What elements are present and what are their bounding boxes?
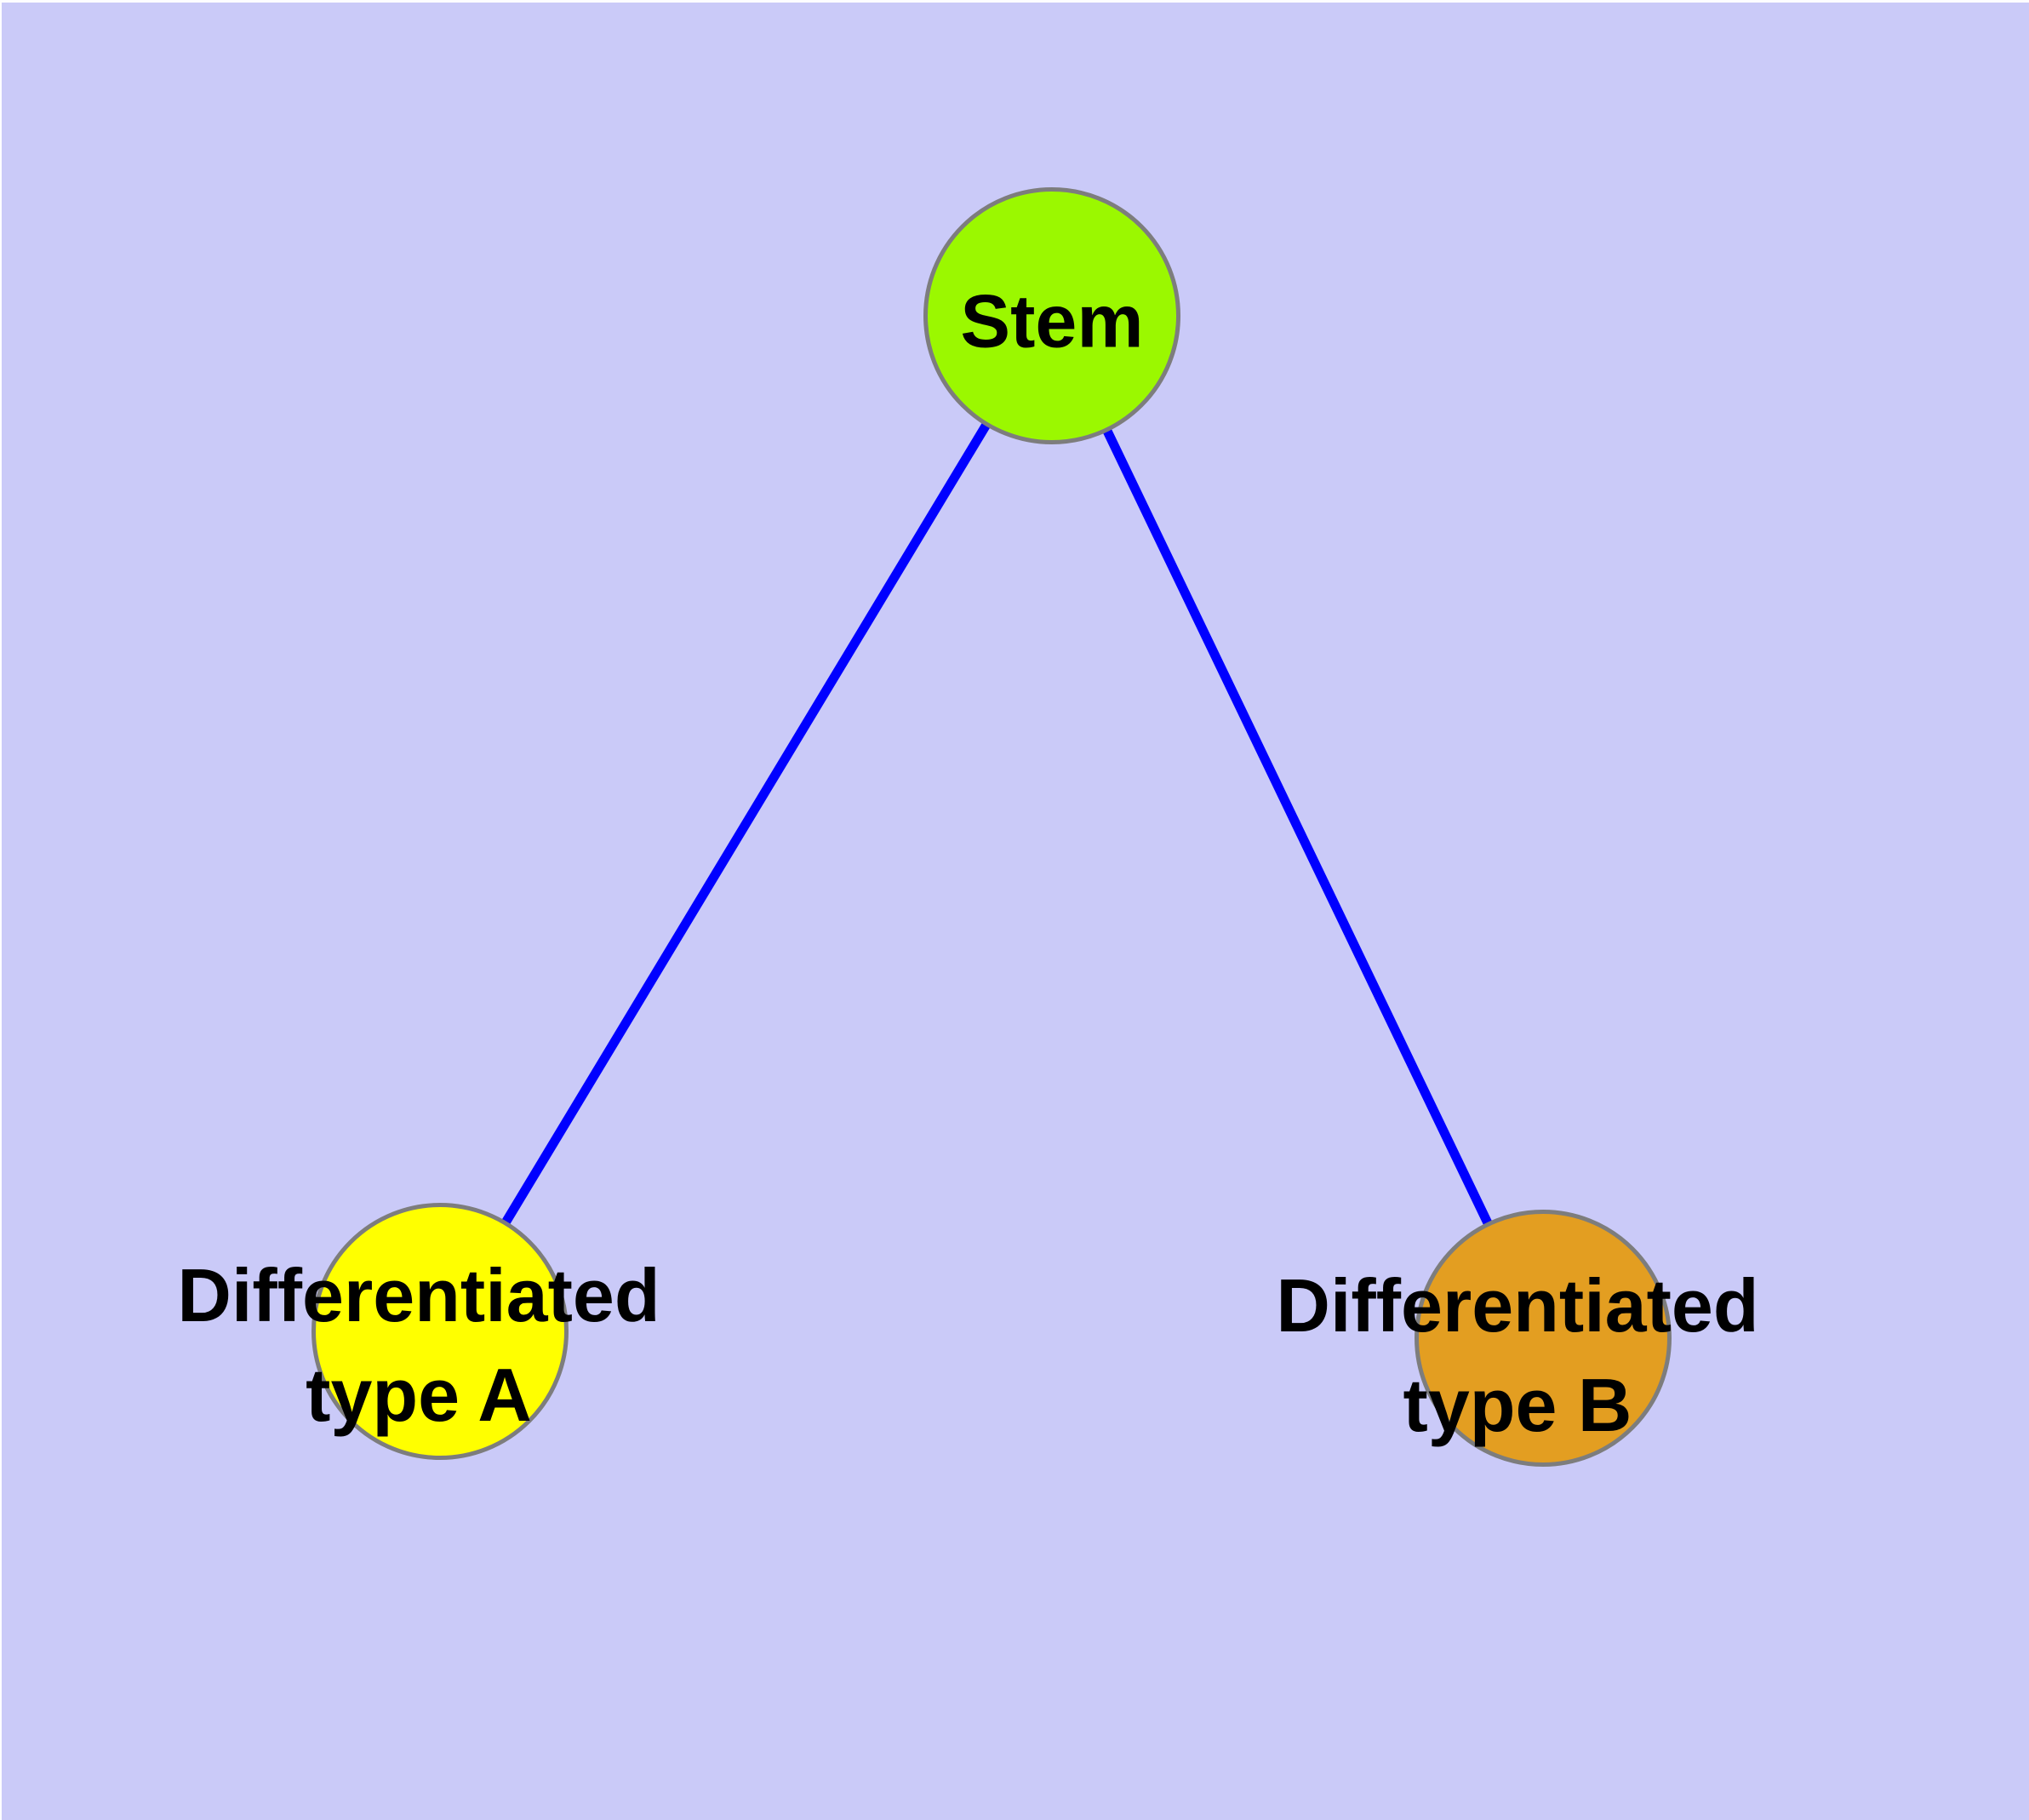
node-differentiated-type-b-circle xyxy=(1415,1210,1672,1467)
edge-stem-to-differentiated-type-a xyxy=(436,313,1056,1334)
node-stem-circle xyxy=(923,187,1180,444)
node-differentiated-type-a-circle xyxy=(311,1203,569,1460)
window-left-edge xyxy=(0,0,2,1820)
window-top-edge xyxy=(0,0,2029,3)
node-stem-label: Stem xyxy=(960,278,1144,363)
edge-stem-to-differentiated-type-b xyxy=(1048,313,1547,1341)
node-differentiated-type-b-label: Differentiated type B xyxy=(1276,1262,1759,1447)
node-differentiated-type-a-label: Differentiated type A xyxy=(177,1252,660,1437)
